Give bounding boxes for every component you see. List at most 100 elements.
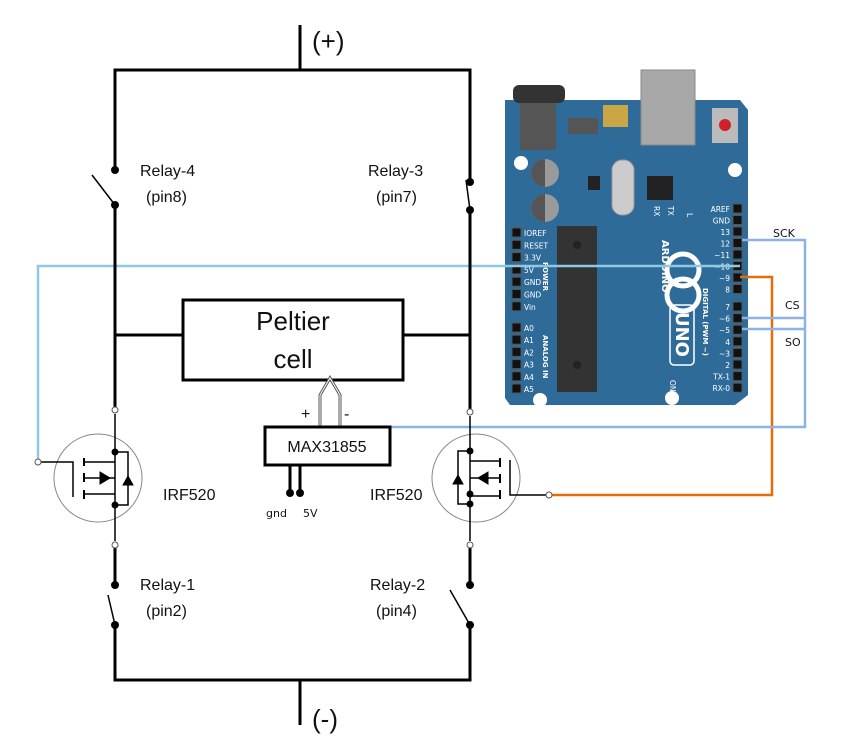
cs-label: CS	[785, 299, 800, 312]
gnd-label: gnd	[266, 507, 287, 520]
pin-label: 8	[725, 286, 730, 295]
usb-port	[640, 69, 696, 146]
pin-label: GND	[713, 217, 730, 226]
relay-1-label: Relay-1	[140, 577, 195, 594]
pin-label: RESET	[524, 241, 548, 250]
header-pin	[511, 276, 522, 287]
spi-wire-so	[390, 238, 807, 429]
relay-2-pin: (pin4)	[376, 603, 417, 620]
header-pin	[732, 371, 743, 382]
header-pin	[511, 383, 522, 394]
pin-label: 13	[720, 228, 730, 237]
mosfet-right-label: IRF520	[370, 487, 423, 504]
header-pin	[732, 301, 743, 312]
pin-label: 4	[725, 338, 730, 347]
relay-4-switch	[91, 166, 119, 209]
pin-label: ~11	[714, 251, 730, 260]
pin-label: AREF	[711, 205, 730, 214]
pin-label: ~6	[719, 315, 730, 324]
mosfet-right	[431, 408, 553, 549]
header-pin	[511, 346, 522, 357]
max31855-module	[263, 425, 392, 467]
pin-label: 3.3V	[524, 254, 542, 263]
gate-wire-left	[36, 264, 740, 462]
peltier-label-1: Peltier	[256, 306, 330, 336]
negative-terminal-label: (-)	[312, 704, 338, 734]
tx-label: TX	[666, 205, 675, 216]
header-pin	[732, 336, 743, 347]
header-pin	[732, 284, 743, 294]
header-pin	[511, 359, 522, 370]
header-pin	[511, 289, 522, 299]
relay-2-label: Relay-2	[370, 577, 425, 594]
pin-label: IOREF	[524, 229, 546, 238]
pin-label: ~9	[719, 274, 730, 283]
pin-label: ~3	[719, 349, 730, 358]
pin-label: A1	[524, 336, 534, 345]
on-label: ON	[668, 380, 677, 392]
pin-label: A3	[524, 361, 534, 370]
relay-3-pin: (pin7)	[376, 189, 417, 206]
pin-label: 12	[720, 240, 730, 249]
h-bridge	[113, 25, 472, 725]
header-pin	[732, 249, 743, 260]
mosfet-left	[34, 406, 143, 549]
thermocouple	[318, 375, 342, 427]
pin-label: TX-1	[712, 373, 730, 382]
pin-label: 5V	[524, 266, 535, 275]
thermocouple-minus: -	[344, 406, 349, 423]
power-jack	[513, 85, 565, 103]
header-pin	[511, 371, 522, 382]
header-pin	[511, 227, 522, 238]
rx-label: RX	[652, 206, 661, 216]
header-pin	[511, 334, 522, 345]
relay-3-label: Relay-3	[368, 163, 423, 180]
digital-label: DIGITAL (PWM ~)	[701, 288, 709, 356]
peltier-cell	[181, 298, 405, 382]
header-pin	[732, 313, 743, 324]
max31855-label: MAX31855	[287, 439, 366, 456]
arduino-uno-board: ARDUINO UNO DIGITAL (PWM ~) POWER ANALOG…	[505, 69, 748, 407]
pin-label: GND	[524, 278, 541, 287]
header-pin	[511, 239, 522, 250]
peltier-label-2: cell	[273, 344, 312, 374]
mosfet-left-label: IRF520	[163, 487, 216, 504]
relay-4-pin: (pin8)	[146, 189, 187, 206]
header-pin	[732, 238, 743, 248]
pin-label: Vin	[524, 303, 536, 312]
sck-label: SCK	[773, 227, 796, 240]
header-pin	[732, 203, 743, 214]
relay-4-label: Relay-4	[140, 163, 195, 180]
header-pin	[732, 382, 743, 393]
pin-label: 7	[725, 303, 730, 312]
positive-terminal-label: (+)	[312, 26, 345, 56]
header-pin	[511, 252, 522, 263]
pin-label: GND	[524, 291, 541, 300]
5v-label: 5V	[303, 507, 318, 520]
thermocouple-plus: +	[301, 406, 310, 423]
l-label: L	[685, 213, 694, 218]
so-label: SO	[785, 336, 801, 349]
relay-2-switch	[449, 581, 474, 629]
gate-wire-right	[552, 275, 774, 497]
header-pin	[732, 359, 743, 370]
header-pin	[732, 347, 743, 358]
relay-1-switch	[107, 581, 119, 629]
power-label: POWER	[541, 262, 549, 292]
pin-label: RX-0	[713, 384, 731, 393]
header-pin	[511, 322, 522, 333]
pin-label: ~5	[719, 326, 730, 335]
max-power-pins	[286, 465, 304, 497]
header-pin	[732, 226, 743, 237]
relay-1-pin: (pin2)	[146, 603, 187, 620]
pin-label: 2	[725, 361, 730, 370]
header-pin	[732, 215, 743, 225]
pin-label: A5	[524, 385, 534, 394]
relay-3-switch	[465, 178, 474, 214]
pin-label: A4	[524, 373, 534, 382]
pin-label: A0	[524, 324, 534, 333]
uno-label: UNO	[671, 312, 692, 357]
header-pin	[511, 301, 522, 312]
header-pin	[732, 324, 743, 335]
analog-label: ANALOG IN	[541, 335, 549, 379]
